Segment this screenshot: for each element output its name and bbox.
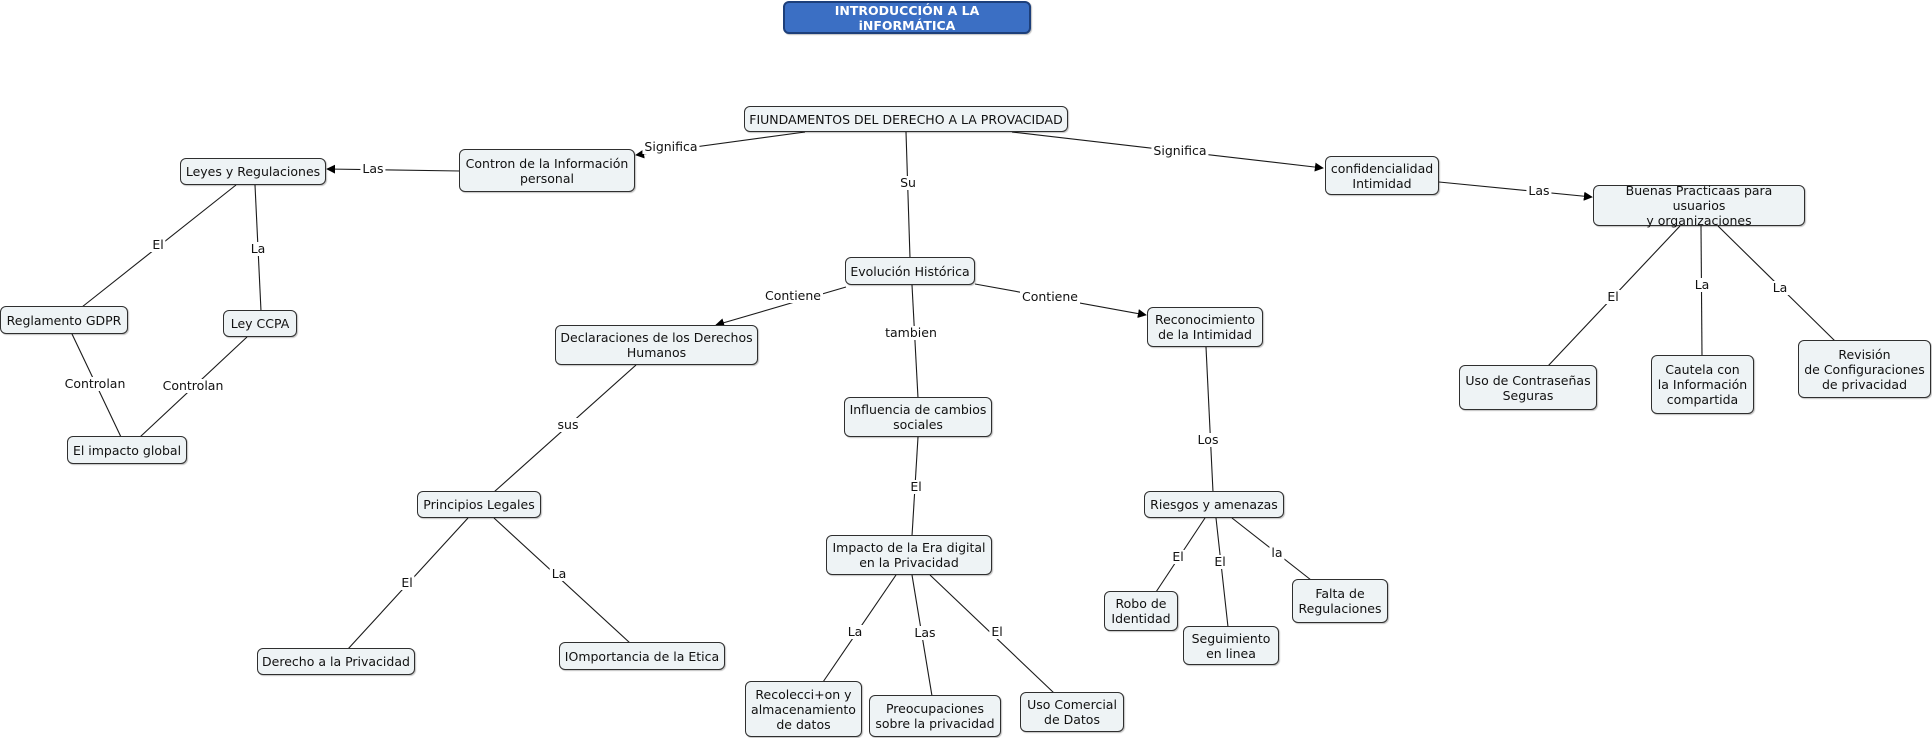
node-declaraciones-derechos[interactable]: Declaraciones de los Derechos Humanos — [555, 325, 758, 365]
node-recoleccion-datos[interactable]: Recolecci+on y almacenamiento de datos — [745, 681, 862, 737]
label-controlan-ccpa: Controlan — [160, 378, 226, 393]
label-contiene-right: Contiene — [1020, 289, 1080, 304]
node-derecho-privacidad[interactable]: Derecho a la Privacidad — [257, 648, 415, 675]
node-buenas-practicas[interactable]: Buenas Practicaas para usuarios y organi… — [1593, 183, 1805, 228]
label-significa-left: Significa — [642, 139, 700, 154]
node-cautela-informacion[interactable]: Cautela con la Información compartida — [1651, 355, 1754, 414]
label-la-ccpa: La — [248, 241, 268, 256]
link-el-seguimiento — [1215, 517, 1229, 628]
node-reconocimiento-intimidad[interactable]: Reconocimiento de la Intimidad — [1147, 307, 1263, 347]
node-contron-informacion[interactable]: Contron de la Información personal — [459, 149, 635, 192]
node-principios-legales[interactable]: Principios Legales — [417, 491, 541, 518]
node-ley-ccpa[interactable]: Ley CCPA — [223, 310, 297, 337]
node-reglamento-gdpr[interactable]: Reglamento GDPR — [0, 306, 128, 334]
link-contiene-left — [715, 286, 847, 328]
label-el-contrasenas: El — [1605, 289, 1621, 304]
label-el-uso: El — [989, 624, 1005, 639]
node-confidencialidad-intimidad[interactable]: confidencialidad Intimidad — [1325, 156, 1439, 195]
node-importancia-etica[interactable]: IOmportancia de la Etica — [559, 642, 725, 670]
node-preocupaciones-privacidad[interactable]: Preocupaciones sobre la privacidad — [869, 695, 1001, 737]
label-sus: sus — [555, 417, 581, 432]
link-las-buenas — [1438, 181, 1593, 201]
label-su: Su — [898, 175, 918, 190]
link-las-leyes — [326, 164, 461, 174]
label-la-cautela: La — [1692, 277, 1712, 292]
node-leyes-regulaciones[interactable]: Leyes y Regulaciones — [180, 158, 326, 185]
node-fundamentos[interactable]: FIUNDAMENTOS DEL DERECHO A LA PROVACIDAD — [744, 106, 1068, 132]
node-influencia-cambios[interactable]: Influencia de cambios sociales — [844, 397, 992, 437]
node-revision-configuraciones[interactable]: Revisión de Configuraciones de privacida… — [1798, 340, 1931, 398]
link-tambien — [911, 284, 919, 399]
node-falta-regulaciones[interactable]: Falta de Regulaciones — [1292, 579, 1388, 623]
label-significa-right: Significa — [1151, 143, 1209, 158]
label-controlan-gdpr: Controlan — [62, 376, 128, 391]
diagram-title: INTRODUCCIÓN A LA iNFORMÁTICA — [783, 1, 1031, 34]
label-el-seguimiento: El — [1212, 554, 1228, 569]
link-su — [905, 131, 911, 259]
label-contiene-left: Contiene — [763, 288, 823, 303]
node-uso-comercial-datos[interactable]: Uso Comercial de Datos — [1020, 692, 1124, 732]
label-el-gdpr: El — [150, 237, 166, 252]
label-la-etica: La — [549, 566, 569, 581]
label-el-robo: El — [1170, 549, 1186, 564]
node-evolucion-historica[interactable]: Evolución Histórica — [845, 257, 975, 285]
label-el-impacto: El — [908, 479, 924, 494]
label-las-buenas: Las — [1526, 183, 1552, 198]
label-las-preocupaciones: Las — [912, 625, 938, 640]
label-la-recoleccion: La — [845, 624, 865, 639]
label-tambien: tambien — [883, 325, 939, 340]
link-los — [1205, 346, 1214, 493]
node-contrasenas-seguras[interactable]: Uso de Contraseñas Seguras — [1459, 365, 1597, 410]
label-las-leyes: Las — [360, 161, 386, 176]
node-impacto-era-digital[interactable]: Impacto de la Era digital en la Privacid… — [826, 535, 992, 575]
node-riesgos-amenazas[interactable]: Riesgos y amenazas — [1144, 491, 1284, 518]
node-seguimiento-linea[interactable]: Seguimiento en linea — [1183, 626, 1279, 665]
label-la-revision: La — [1770, 280, 1790, 295]
label-la-falta: la — [1269, 545, 1285, 560]
label-el-derecho: El — [399, 575, 415, 590]
node-impacto-global[interactable]: El impacto global — [67, 436, 187, 464]
label-los: Los — [1195, 432, 1221, 447]
node-robo-identidad[interactable]: Robo de Identidad — [1104, 591, 1178, 631]
